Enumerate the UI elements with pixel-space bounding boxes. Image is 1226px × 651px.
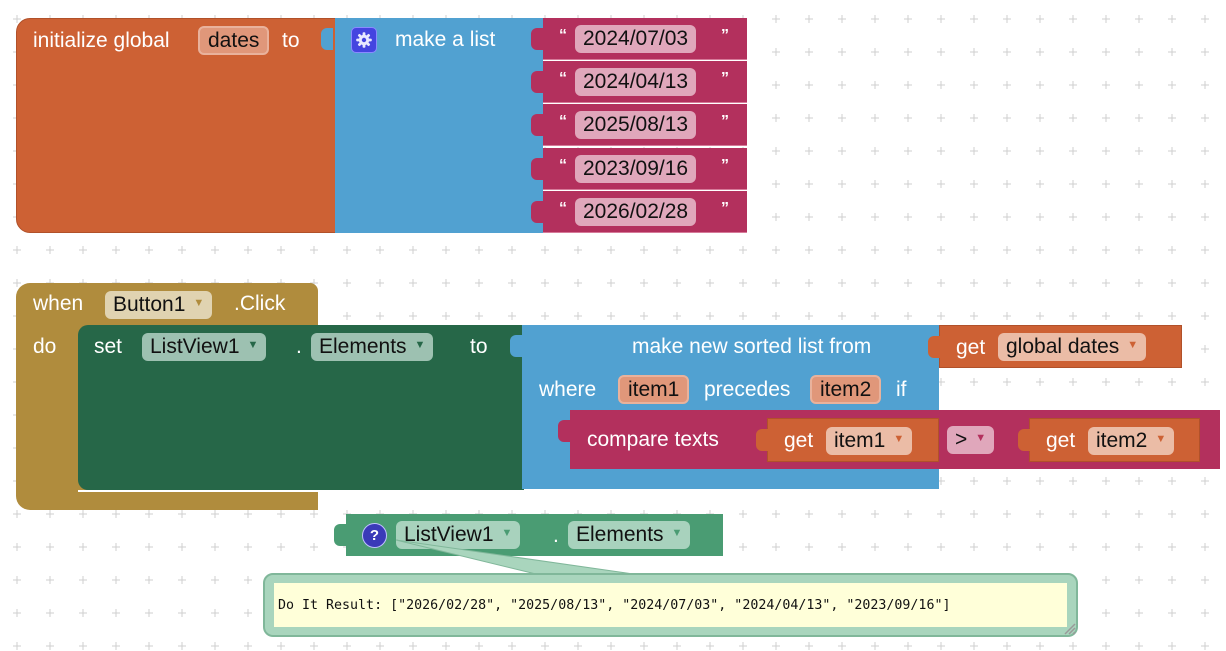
listview-elements-getter-block[interactable]: ? ListView1 ▼ . Elements ▼ — [334, 514, 723, 556]
text-string-block[interactable]: “ 2025/08/13 ” — [531, 104, 747, 147]
item2-var-name: item2 — [1096, 429, 1148, 452]
sorted-list-label: make new sorted list from — [632, 335, 872, 358]
text-value-field[interactable]: 2023/09/16 — [575, 154, 697, 183]
close-quote-icon: ” — [721, 199, 729, 217]
compare-texts-label: compare texts — [587, 428, 719, 451]
get-item2-dropdown[interactable]: item2 ▼ — [1088, 427, 1175, 455]
value-plug — [531, 71, 543, 94]
help-icon[interactable]: ? — [362, 523, 387, 548]
do-it-result-text: Do It Result: ["2026/02/28", "2025/08/13… — [278, 598, 951, 613]
get-item1-block[interactable]: get item1 ▼ — [756, 418, 939, 462]
result-text-area: Do It Result: ["2026/02/28", "2025/08/13… — [274, 583, 1067, 627]
text-value-field[interactable]: 2024/04/13 — [575, 68, 697, 97]
get-var-name: global dates — [1006, 335, 1120, 358]
value-plug — [1018, 429, 1030, 451]
close-quote-icon: ” — [721, 156, 729, 174]
if-label: if — [896, 378, 907, 401]
value-plug — [321, 28, 333, 50]
text-string-block[interactable]: “ 2023/09/16 ” — [531, 147, 747, 190]
chevron-down-icon: ▼ — [1127, 339, 1139, 352]
getter-component-dropdown[interactable]: ListView1 ▼ — [396, 521, 521, 549]
set-component-name: ListView1 — [150, 335, 240, 358]
chevron-down-icon: ▼ — [501, 527, 513, 540]
value-plug — [531, 28, 543, 50]
event-name-label: .Click — [234, 292, 286, 315]
close-quote-icon: ” — [721, 27, 729, 44]
precedes-label: precedes — [704, 378, 791, 401]
set-listview-elements-block[interactable]: set ListView1 ▼ . Elements ▼ to — [78, 325, 524, 490]
chevron-down-icon: ▼ — [671, 527, 683, 540]
resize-handle-icon[interactable] — [1062, 621, 1076, 635]
close-quote-icon: ” — [721, 113, 729, 131]
value-plug — [558, 420, 570, 442]
make-a-list-block[interactable]: make a list — [321, 18, 543, 233]
getter-property-name: Elements — [576, 523, 664, 546]
getter-component-name: ListView1 — [404, 523, 494, 546]
chevron-down-icon: ▼ — [247, 339, 259, 352]
param-item2-field[interactable]: item2 — [810, 375, 882, 404]
text-string-block[interactable]: “ 2024/07/03 ” — [531, 18, 747, 60]
set-label: set — [94, 335, 123, 358]
value-plug — [756, 429, 768, 451]
value-plug — [334, 524, 346, 546]
operator-value: > — [955, 428, 968, 451]
get-label: get — [784, 429, 814, 452]
open-quote-icon: “ — [559, 156, 567, 174]
value-plug — [510, 335, 522, 357]
item1-var-name: item1 — [834, 429, 886, 452]
get-global-var-dropdown[interactable]: global dates ▼ — [998, 333, 1147, 361]
initialize-global-label: initialize global — [33, 29, 170, 52]
open-quote-icon: “ — [559, 27, 567, 44]
do-label: do — [33, 335, 57, 358]
gear-icon[interactable] — [351, 27, 377, 53]
make-a-list-label: make a list — [395, 28, 496, 51]
dot-label: . — [296, 335, 302, 358]
text-value-field[interactable]: 2026/02/28 — [575, 197, 697, 226]
getter-property-dropdown[interactable]: Elements ▼ — [568, 521, 691, 549]
global-var-name-field[interactable]: dates — [198, 26, 270, 55]
chevron-down-icon: ▼ — [414, 339, 426, 352]
value-plug — [928, 336, 940, 358]
initialize-global-block[interactable]: initialize global dates to — [16, 18, 336, 233]
chevron-down-icon: ▼ — [893, 433, 905, 446]
close-quote-icon: ” — [721, 70, 729, 88]
chevron-down-icon: ▼ — [975, 432, 987, 445]
component-name: Button1 — [113, 293, 186, 316]
text-string-block[interactable]: “ 2026/02/28 ” — [531, 190, 747, 233]
get-label: get — [956, 336, 986, 359]
init-to-label: to — [282, 29, 300, 52]
param-item1-field[interactable]: item1 — [618, 375, 690, 404]
get-item1-dropdown[interactable]: item1 ▼ — [826, 427, 913, 455]
do-it-result-bubble[interactable]: Do It Result: ["2026/02/28", "2025/08/13… — [263, 573, 1078, 637]
open-quote-icon: “ — [559, 70, 567, 88]
chevron-down-icon: ▼ — [193, 297, 205, 310]
get-label: get — [1046, 429, 1076, 452]
compare-texts-block[interactable]: compare texts get item1▼ >▼ get item2▼ — [558, 410, 1220, 469]
get-global-dates-block[interactable]: get global dates ▼ — [928, 325, 1182, 368]
open-quote-icon: “ — [559, 113, 567, 131]
set-property-dropdown[interactable]: Elements ▼ — [311, 333, 434, 361]
where-label: where — [539, 378, 597, 401]
text-string-block[interactable]: “ 2024/04/13 ” — [531, 61, 747, 104]
value-plug — [531, 157, 543, 180]
set-to-label: to — [470, 335, 488, 358]
get-item2-block[interactable]: get item2 ▼ — [1018, 418, 1200, 462]
text-value-field[interactable]: 2024/07/03 — [575, 25, 697, 53]
value-plug — [531, 200, 543, 223]
compare-operator-dropdown[interactable]: >▼ — [947, 426, 995, 454]
when-label: when — [33, 292, 84, 315]
text-value-field[interactable]: 2025/08/13 — [575, 111, 697, 140]
value-plug — [531, 114, 543, 137]
chevron-down-icon: ▼ — [1155, 433, 1167, 446]
set-property-name: Elements — [319, 335, 407, 358]
component-dropdown-button1[interactable]: Button1 ▼ — [105, 291, 213, 319]
dot-label: . — [553, 524, 559, 547]
open-quote-icon: “ — [559, 199, 567, 217]
set-component-dropdown[interactable]: ListView1 ▼ — [142, 333, 267, 361]
